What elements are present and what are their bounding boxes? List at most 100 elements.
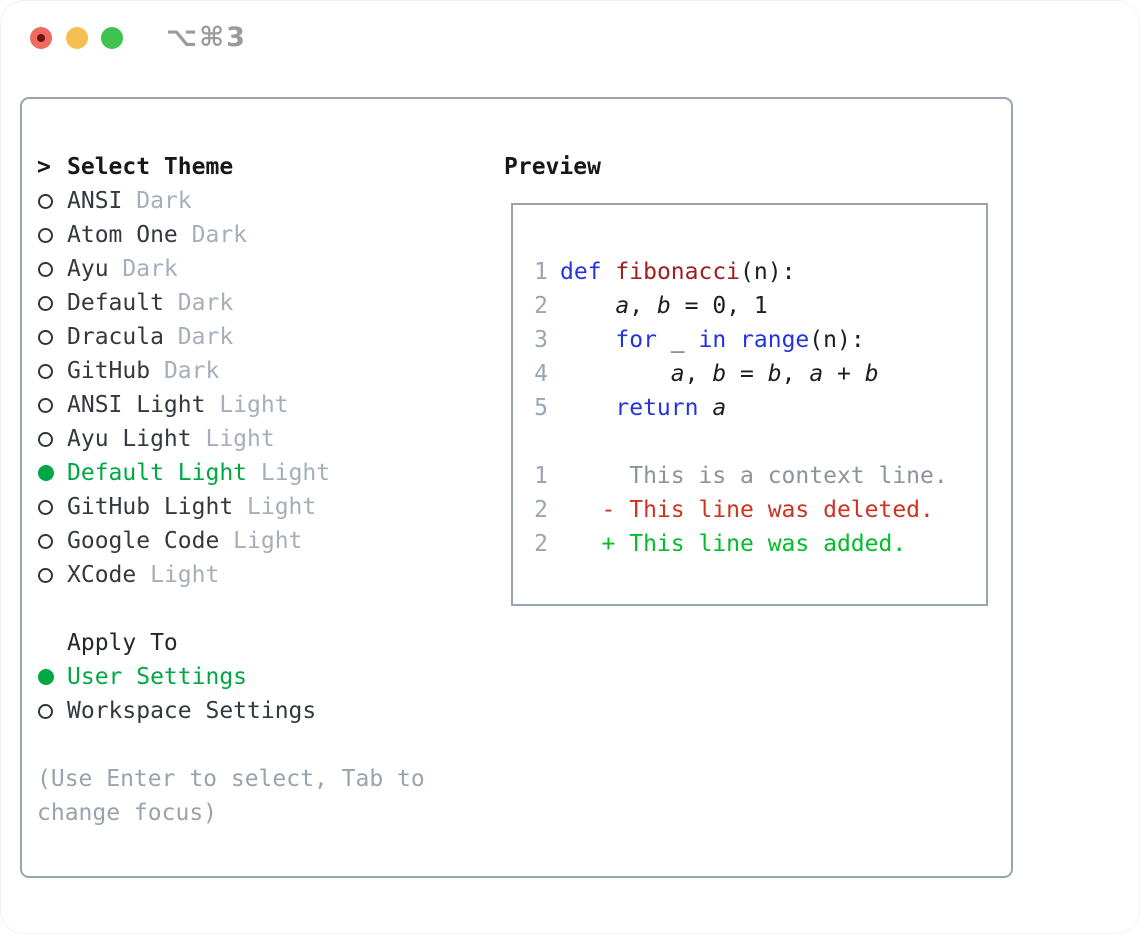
theme-option[interactable]: XCode Light — [37, 558, 497, 592]
theme-option[interactable]: ANSI Light Light — [37, 388, 497, 422]
theme-option[interactable]: Ayu Light Light — [37, 422, 497, 456]
code-content: def fibonacci(n): — [560, 255, 795, 289]
focus-cursor: > — [37, 154, 51, 180]
theme-variant: Light — [219, 392, 289, 418]
radio-icon — [37, 286, 67, 320]
zoom-button[interactable] — [101, 27, 123, 49]
radio-circle — [38, 432, 53, 447]
code-token: , — [684, 361, 713, 387]
radio-circle — [38, 296, 53, 311]
code-token — [560, 361, 671, 387]
blank-line — [513, 425, 986, 459]
theme-variant: Dark — [177, 290, 234, 316]
radio-circle — [38, 500, 53, 515]
code-token — [602, 259, 616, 285]
theme-option[interactable]: Dracula Dark — [37, 320, 497, 354]
line-number: 3 — [534, 327, 548, 353]
radio-circle — [38, 669, 54, 685]
radio-icon — [37, 490, 67, 524]
radio-circle — [38, 228, 53, 243]
theme-name: Google Code — [67, 528, 234, 554]
theme-name: Default Light — [67, 460, 261, 486]
radio-icon — [37, 252, 67, 286]
line-number: 1 — [534, 463, 548, 489]
theme-name: Default — [67, 290, 178, 316]
spacer — [37, 592, 497, 626]
code-token — [560, 327, 615, 353]
theme-variant: Dark — [163, 358, 220, 384]
theme-option[interactable]: ANSI Dark — [37, 184, 497, 218]
radio-icon — [37, 558, 67, 592]
line-number: 2 — [534, 293, 548, 319]
code-token — [698, 395, 712, 421]
radio-circle — [38, 568, 53, 583]
code-line: 5 return a — [513, 391, 986, 425]
theme-picker-header: Select Theme — [67, 154, 234, 180]
radio-circle — [38, 330, 53, 345]
code-content: a, b = 0, 1 — [560, 289, 767, 323]
radio-icon — [37, 218, 67, 252]
code-line: 4 a, b = b, a + b — [513, 357, 986, 391]
apply-to-option[interactable]: Workspace Settings — [37, 694, 497, 728]
code-token: (n): — [809, 327, 865, 353]
minimize-button[interactable] — [66, 27, 88, 49]
code-token: a — [712, 395, 727, 421]
diff-line: 2 + This line was added. — [513, 527, 986, 561]
radio-selected-icon — [37, 660, 67, 694]
radio-icon — [37, 388, 67, 422]
code-token: for — [615, 327, 657, 353]
preview-header: Preview — [504, 154, 601, 180]
line-number: 1 — [534, 259, 548, 285]
theme-variant: Dark — [191, 222, 248, 248]
close-button[interactable] — [30, 27, 52, 49]
theme-option[interactable]: GitHub Dark — [37, 354, 497, 388]
line-number: 5 — [534, 395, 548, 421]
theme-name: ANSI Light — [67, 392, 220, 418]
theme-option[interactable]: GitHub Light Light — [37, 490, 497, 524]
apply-to-header: Apply To — [67, 630, 178, 656]
code-token: return — [615, 395, 699, 421]
apply-to-option[interactable]: User Settings — [37, 660, 497, 694]
theme-option[interactable]: Ayu Dark — [37, 252, 497, 286]
theme-variant: Dark — [122, 256, 178, 282]
window-title: ⌥⌘3 — [166, 22, 247, 53]
theme-name: GitHub Light — [67, 494, 248, 520]
theme-variant: Dark — [136, 188, 192, 214]
theme-variant: Light — [247, 494, 317, 520]
theme-option[interactable]: Google Code Light — [37, 524, 497, 558]
line-number: 2 — [534, 497, 548, 523]
radio-circle — [38, 262, 53, 277]
theme-variant: Light — [205, 426, 275, 452]
code-token: b — [864, 361, 879, 387]
theme-variant: Light — [233, 528, 303, 554]
radio-icon — [37, 422, 67, 456]
theme-option[interactable]: Default Light Light — [37, 456, 497, 490]
theme-name: Ayu Light — [67, 426, 206, 452]
theme-name: Ayu — [67, 256, 123, 282]
radio-circle — [38, 704, 53, 719]
code-token — [560, 293, 615, 319]
hint-line-2: change focus) — [37, 800, 218, 826]
radio-circle — [38, 398, 53, 413]
radio-icon — [37, 184, 67, 218]
code-token: b — [767, 361, 782, 387]
radio-circle — [38, 364, 53, 379]
radio-icon — [37, 524, 67, 558]
code-token — [726, 327, 740, 353]
code-token: = — [726, 361, 768, 387]
code-token: , — [629, 293, 657, 319]
diff-line: 2 - This line was deleted. — [513, 493, 986, 527]
theme-option[interactable]: Atom One Dark — [37, 218, 497, 252]
titlebar: ⌥⌘3 — [0, 0, 1140, 76]
radio-icon — [37, 354, 67, 388]
diff-content: This is a context line. — [560, 463, 948, 489]
code-line: 3 for _ in range(n): — [513, 323, 986, 357]
diff-content: - This line was deleted. — [560, 497, 934, 523]
theme-option[interactable]: Default Dark — [37, 286, 497, 320]
diff-line: 1 This is a context line. — [513, 459, 986, 493]
code-token: a — [809, 361, 824, 387]
